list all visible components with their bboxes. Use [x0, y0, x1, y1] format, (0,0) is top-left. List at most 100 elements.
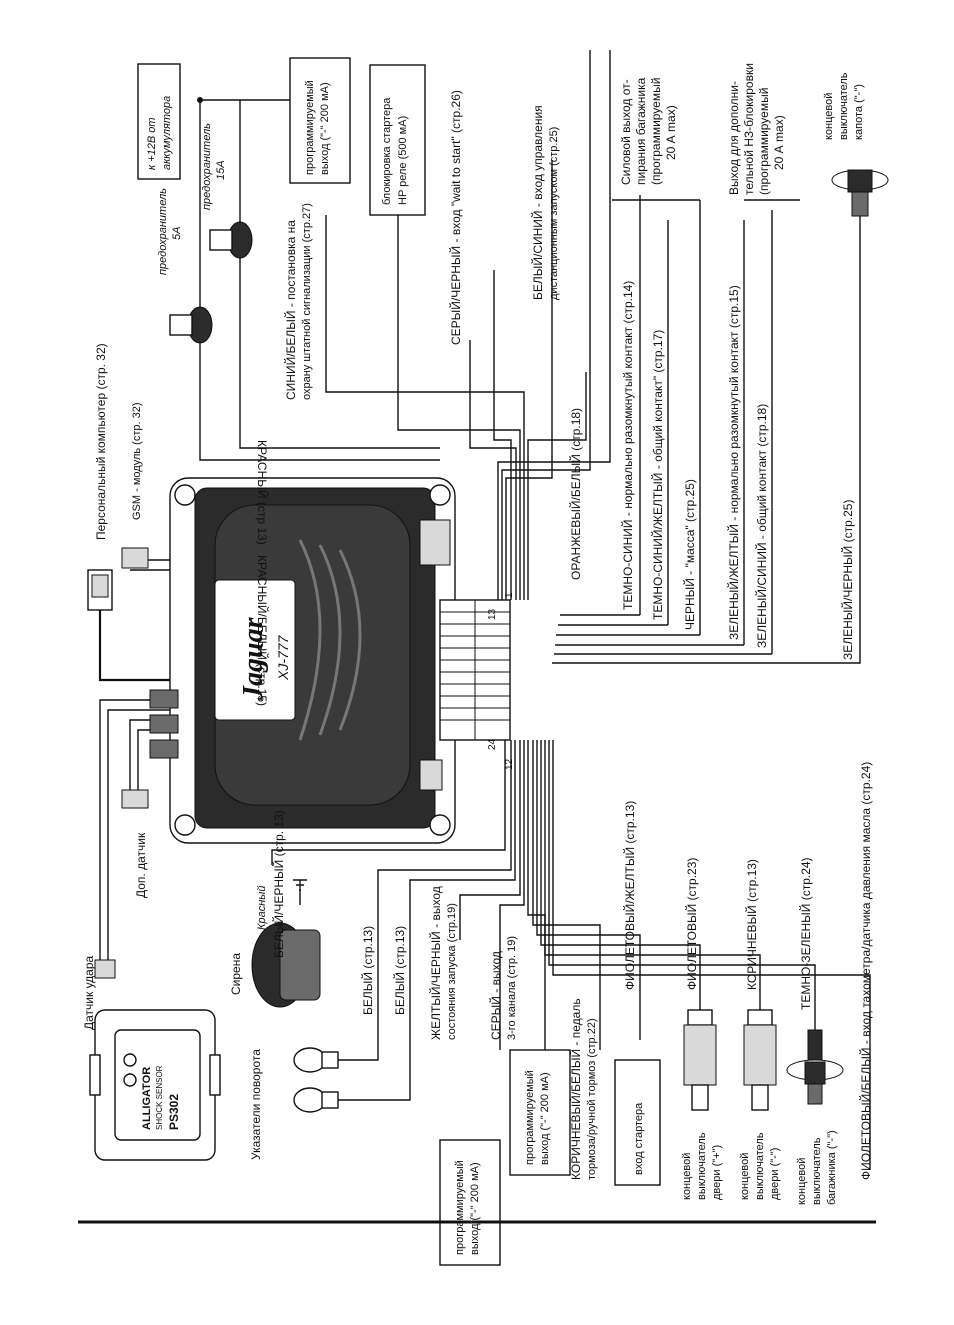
prog-output-2-label-2: выход ("-" 200 мА): [539, 1072, 551, 1165]
fuse-5a-label-2: 5А: [171, 227, 183, 240]
extra-sensor-connector: [121, 789, 149, 809]
prog-output-top-label-2: выход ("-" 200 мА): [319, 82, 331, 175]
unit-model: XJ-777: [275, 634, 291, 681]
starter-block-label-1: блокировка стартера: [381, 97, 393, 205]
hood-switch-label-2: выключатель: [838, 72, 850, 140]
white-label-1: БЕЛЫЙ (стр.13): [360, 926, 375, 1015]
dark-green-label: ТЕМНО-ЗЕЛЕНЫЙ (стр.24): [798, 857, 813, 1010]
extra-sensor-label: Доп. датчик: [134, 832, 148, 898]
starter-block-label-2: HP реле (500 мА): [397, 116, 409, 205]
shock-sensor-label: Датчик удара: [82, 955, 96, 1030]
white-label-2: БЕЛЫЙ (стр.13): [392, 926, 407, 1015]
fuse-15a-label-1: предохранитель: [201, 123, 213, 210]
red-wire-label: КРАСНЫЙ (стр 13): [255, 440, 270, 545]
trunk-switch-label-2: выключатель: [811, 1137, 823, 1205]
shock-sensor-brand-1: ALLIGATOR: [141, 1067, 153, 1130]
hood-switch: [831, 169, 889, 217]
grey-label-1: СЕРЫЙ - выход: [488, 951, 503, 1040]
main-unit: Jaguar XJ-777 13 1 24 12: [149, 477, 515, 844]
red-white-wire-label: КРАСНЫЙ/БЕЛЫЙ (стр.15): [255, 555, 270, 706]
fuse-15a: [209, 221, 253, 259]
pc-label: Персональный компьютер (стр. 32): [94, 343, 108, 540]
trunk-switch: [786, 1029, 844, 1105]
dark-blue-yellow-label: ТЕМНО-СИНИЙ/ЖЕЛТЫЙ - общий контакт" (стр…: [650, 330, 665, 620]
nz-block-out-note: Выход для дополни- тельной НЗ-блокировки…: [727, 63, 786, 195]
siren-label: Сирена: [229, 953, 243, 995]
green-black-label: ЗЕЛЕНЫЙ/ЧЕРНЫЙ (стр.25): [840, 500, 855, 660]
brown-white-label-1: КОРИЧНЕВЫЙ/БЕЛЫЙ - педаль: [568, 998, 583, 1180]
violet-label: ФИОЛЕТОВЫЙ (стр.23): [684, 858, 699, 990]
starter-input-box: вход стартера: [614, 1059, 661, 1186]
prog-output-top-box: программируемый выход ("-" 200 мА): [289, 57, 351, 184]
fuse-5a: [169, 306, 213, 344]
pin-13: 13: [487, 608, 498, 620]
white-black-label: БЕЛЫЙ/ЧЕРНЫЙ (стр. 13): [271, 810, 286, 958]
siren-red-label: Красный: [256, 886, 268, 930]
black-label: ЧЕРНЫЙ - "масса" (стр.25): [682, 479, 697, 630]
door-minus-label-2: выключатель: [754, 1132, 766, 1200]
fuse-15a-label-2: 15А: [215, 160, 227, 180]
trunk-out-label-4: 20 А max): [664, 105, 678, 160]
hood-switch-label-3: капота ("-"): [853, 84, 865, 140]
grey-label-2: 3-го канала (стр. 19): [506, 936, 518, 1040]
shock-sensor-brand-2: SHOCK SENSOR: [155, 1065, 164, 1130]
shock-sensor-brand-3: PS302: [167, 1094, 181, 1130]
yellow-black-label-1: ЖЕЛТЫЙ/ЧЕРНЫЙ - выход: [428, 886, 443, 1040]
prog-output-2-label-1: программируемый: [524, 1070, 536, 1165]
orange-white-label: ОРАНЖЕВЫЙ/БЕЛЫЙ (стр.18): [568, 408, 583, 580]
gsm-connector: [121, 547, 149, 569]
turn-signals-label: Указатели поворота: [249, 1049, 263, 1160]
trunk-out-label-1: Силовой выход от-: [619, 79, 633, 185]
battery-box: к +12В от аккумулятора: [137, 63, 181, 180]
door-minus-label-1: концевой: [739, 1153, 751, 1200]
trunk-power-out-note: Силовой выход от- пирания багажника (про…: [612, 77, 700, 201]
shock-sensor: ALLIGATOR SHOCK SENSOR PS302: [89, 1009, 221, 1161]
trunk-out-label-2: пирания багажника: [634, 77, 648, 185]
battery-label-2: аккумулятора: [161, 96, 173, 170]
nz-out-label-2: тельной НЗ-блокировки: [742, 63, 756, 195]
wires: [98, 50, 871, 1170]
nz-out-label-3: (программируемый: [757, 88, 771, 195]
dark-blue-label: ТЕМНО-СИНИЙ - нормально разомкнутый конт…: [620, 281, 635, 610]
prog-output-box-1: программируемый выход ("-" 200 мА): [439, 1139, 501, 1266]
trunk-switch-label-1: концевой: [796, 1158, 808, 1205]
pin-1: 1: [504, 592, 515, 598]
grey-black-label: СЕРЫЙ/ЧЕРНЫЙ - вход "wait to start" (стр…: [448, 90, 463, 345]
blue-white-label-1: СИНИЙ/БЕЛЫЙ - постановка на: [283, 220, 298, 400]
door-plus-switch: [683, 1009, 717, 1111]
trunk-out-label-3: (программируемый: [649, 78, 663, 185]
gsm-label: GSM - модуль (стр. 32): [131, 403, 143, 520]
pin-24: 24: [487, 738, 498, 750]
door-plus-label-1: концевой: [681, 1153, 693, 1200]
siren: [251, 879, 321, 1008]
door-minus-switch: [743, 1009, 777, 1111]
brown-label: КОРИЧНЕВЫЙ (стр.13): [744, 859, 759, 990]
prog-output-top-label-1: программируемый: [304, 80, 316, 175]
blue-white-label-2: охрану штатной сигнализации (стр.27): [301, 203, 313, 400]
violet-yellow-label: ФИОЛЕТОВЫЙ/ЖЕЛТЫЙ (стр.13): [622, 801, 637, 990]
fuse-5a-label-1: предохранитель: [157, 188, 169, 275]
trunk-switch-label-3: багажника ("-"): [826, 1130, 838, 1205]
unit-brand: Jaguar: [238, 616, 269, 701]
door-plus-label-3: двери ("+"): [711, 1145, 723, 1200]
green-blue-label: ЗЕЛЕНЫЙ/СИНИЙ - общий контакт (стр.18): [754, 404, 769, 648]
door-plus-label-2: выключатель: [696, 1132, 708, 1200]
battery-label-1: к +12В от: [146, 117, 158, 170]
usb-connector: [87, 569, 113, 611]
secondary-connector: [419, 519, 451, 566]
door-minus-label-3: двери ("-"): [769, 1148, 781, 1200]
green-yellow-label: ЗЕЛЕНЫЙ/ЖЕЛТЫЙ - нормально разомкнутый к…: [726, 285, 741, 640]
yellow-black-label-2: состояния запуска (стр.19): [446, 903, 458, 1040]
nz-out-label-1: Выход для дополни-: [727, 81, 741, 195]
violet-white-label: ФИОЛЕТОВЫЙ/БЕЛЫЙ - вход тахометра/датчик…: [858, 762, 873, 1180]
pin-12: 12: [504, 758, 515, 770]
starter-input-label: вход стартера: [633, 1102, 645, 1175]
brown-white-label-2: тормоза/ручной тормоз (стр.22): [586, 1018, 598, 1180]
turn-signal-lamps: [293, 1047, 339, 1113]
hood-switch-label-1: концевой: [823, 93, 835, 140]
prog-output-1-label-1: программируемый: [454, 1160, 466, 1255]
white-blue-label-2: дистанционным запуском (стр.25): [548, 127, 560, 300]
white-blue-label-1: БЕЛЫЙ/СИНИЙ - вход управления: [530, 105, 545, 300]
